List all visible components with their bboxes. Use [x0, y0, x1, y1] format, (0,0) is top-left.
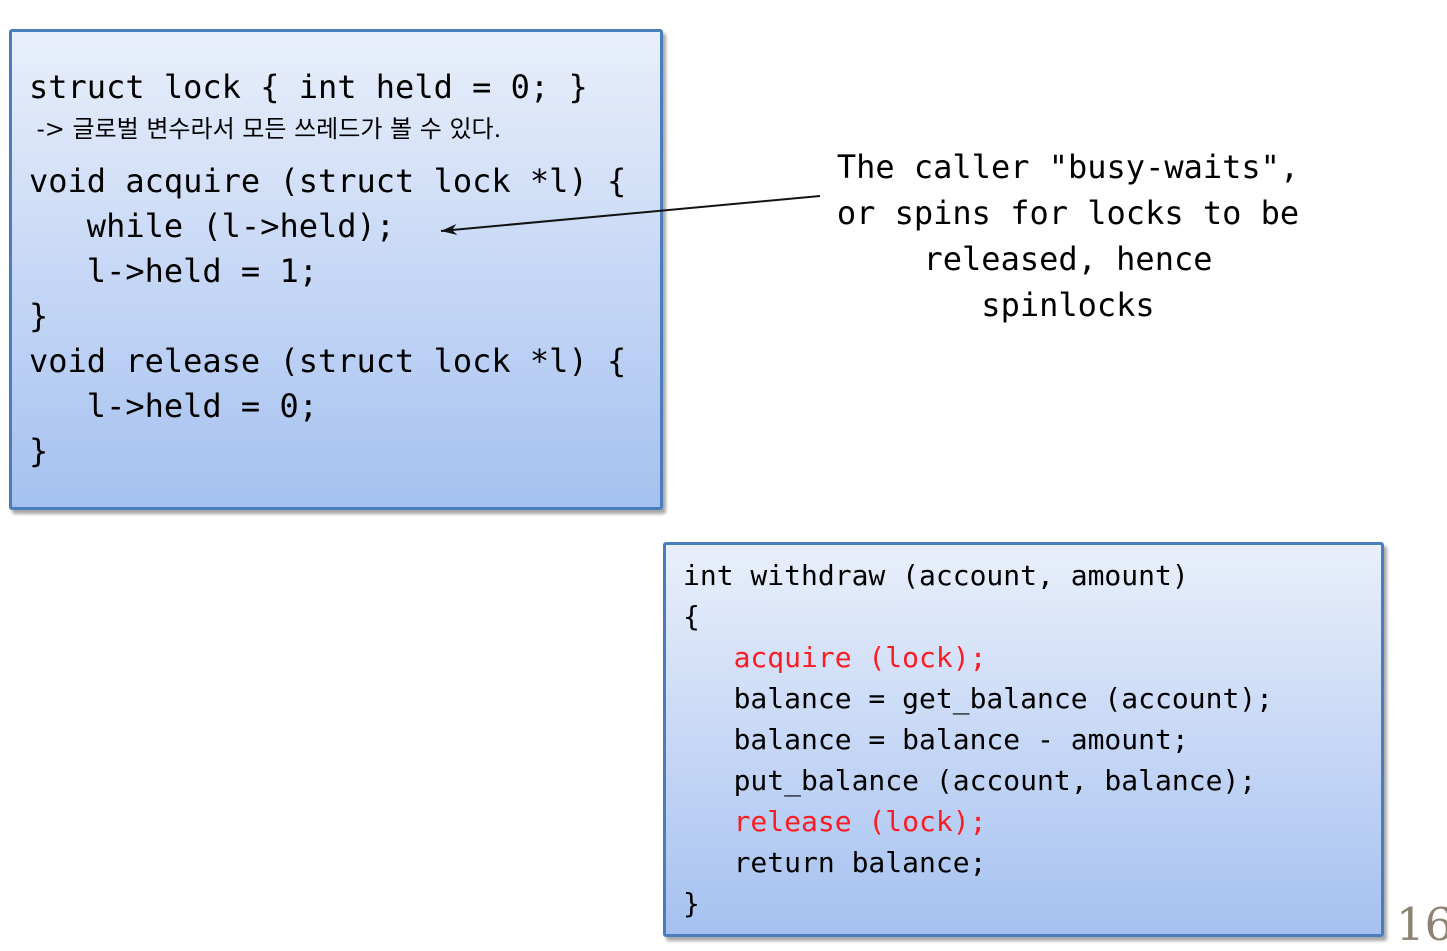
code-line: l->held = 0;	[29, 387, 318, 425]
page-number: 16	[1396, 898, 1447, 951]
code-line: void acquire (struct lock *l) {	[29, 162, 627, 200]
code-line: {	[683, 600, 700, 633]
lock-code-box: struct lock { int held = 0; } -> 글로벌 변수라…	[9, 29, 663, 510]
code-line: int withdraw (account, amount)	[683, 559, 1189, 592]
code-line: }	[683, 887, 700, 920]
code-line: put_balance (account, balance);	[683, 764, 1257, 797]
code-line: }	[29, 432, 49, 470]
code-line: while (l->held);	[29, 207, 396, 245]
annotation-line: spinlocks	[981, 286, 1155, 324]
annotation-line: or spins for locks to be	[836, 194, 1300, 232]
code-line: void release (struct lock *l) {	[29, 342, 627, 380]
acquire-code-block: void acquire (struct lock *l) { while (l…	[29, 159, 654, 339]
annotation-line: released, hence	[923, 240, 1213, 278]
code-line: l->held = 1;	[29, 252, 318, 290]
korean-annotation: -> 글로벌 변수라서 모든 쓰레드가 볼 수 있다.	[29, 115, 502, 143]
code-line-struct: struct lock { int held = 0; }	[29, 68, 588, 106]
code-line: balance = get_balance (account);	[683, 682, 1274, 715]
spinlock-annotation: The caller "busy-waits", or spins for lo…	[833, 144, 1303, 328]
code-line: balance = balance - amount;	[683, 723, 1189, 756]
withdraw-code-box: int withdraw (account, amount) { acquire…	[663, 542, 1384, 937]
code-line-acquire-call: acquire (lock);	[683, 641, 987, 674]
code-line: }	[29, 297, 49, 335]
code-line-release-call: release (lock);	[683, 805, 987, 838]
code-line: return balance;	[683, 846, 987, 879]
release-code-block: void release (struct lock *l) { l->held …	[29, 339, 654, 474]
annotation-line: The caller "busy-waits",	[836, 148, 1300, 186]
